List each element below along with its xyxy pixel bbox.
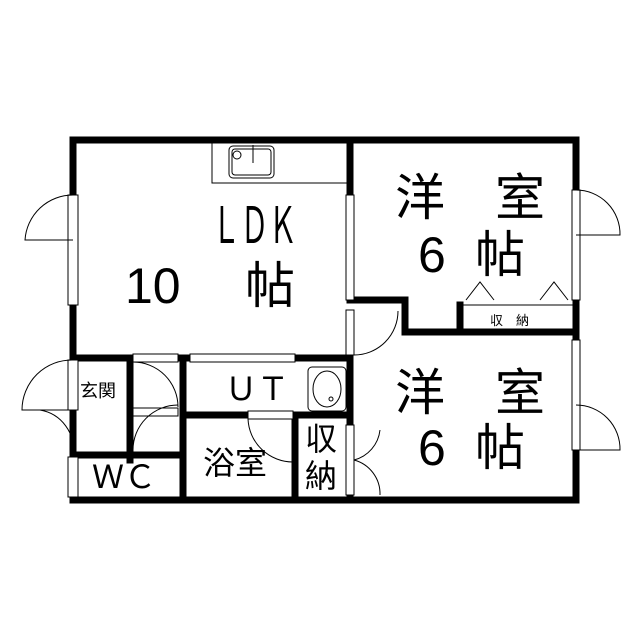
bedroom1-size: 6 — [418, 227, 446, 283]
entrance-label: 玄関 — [80, 381, 116, 401]
bath-label: 浴室 — [203, 445, 267, 481]
ldk-unit: 帖 — [245, 258, 295, 314]
door-swings — [21, 189, 621, 496]
kitchen-counter — [211, 142, 349, 184]
bedroom2-label: 洋 室 — [395, 365, 545, 421]
bedroom1-unit: 帖 — [475, 227, 525, 283]
washbasin — [307, 366, 347, 412]
closet2-label-bottom: 納 — [305, 458, 337, 494]
ldk-label: ＬＤＫ — [212, 198, 297, 254]
bedroom2-size: 6 — [418, 420, 446, 476]
ldk-size: 10 — [125, 258, 181, 314]
utility-label: ＵＴ — [225, 371, 289, 407]
wc-label: ＷＣ — [92, 459, 156, 495]
bedroom1-label: 洋 室 — [395, 170, 545, 226]
closet2-label-top: 収 — [305, 421, 337, 457]
bedroom2-unit: 帖 — [475, 420, 525, 476]
closet1-label: 収 納 — [490, 313, 529, 328]
